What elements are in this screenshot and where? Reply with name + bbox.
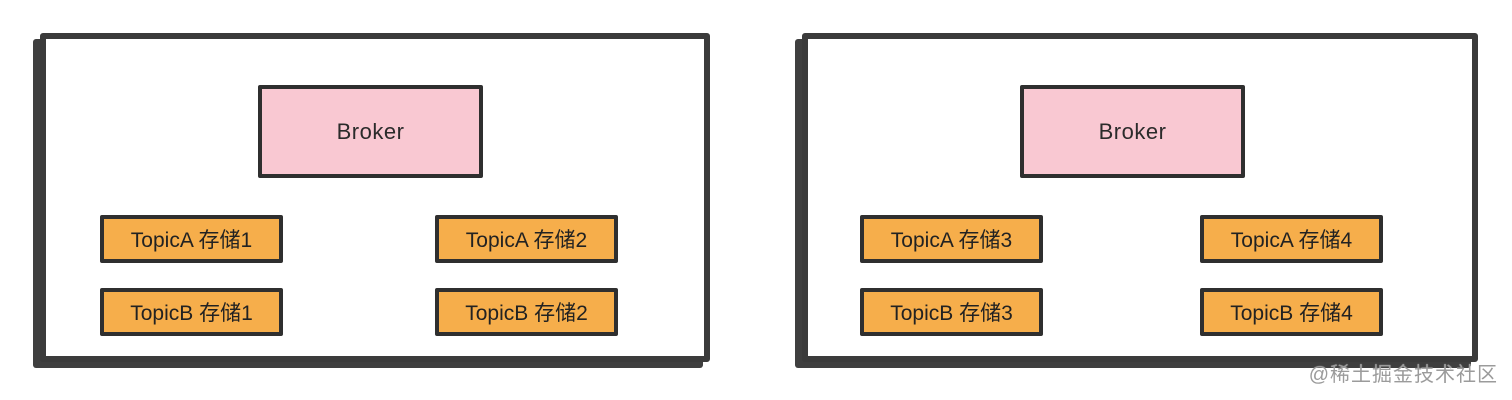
topic-box-topicb-store4: TopicB 存储4 bbox=[1200, 288, 1383, 336]
topic-box-topica-store2: TopicA 存储2 bbox=[435, 215, 618, 263]
topic-box-topicb-store3: TopicB 存储3 bbox=[860, 288, 1043, 336]
topic-box-topica-store4: TopicA 存储4 bbox=[1200, 215, 1383, 263]
broker-panel-1: Broker TopicA 存储1 TopicA 存储2 TopicB 存储1 … bbox=[40, 33, 710, 362]
juejin-watermark: @稀土掘金技术社区 bbox=[1308, 364, 1498, 386]
topic-box-topicb-store2: TopicB 存储2 bbox=[435, 288, 618, 336]
broker-label: Broker bbox=[336, 118, 405, 144]
topic-box-topica-store1: TopicA 存储1 bbox=[100, 215, 283, 263]
topic-box-topicb-store1: TopicB 存储1 bbox=[100, 288, 283, 336]
broker-box: Broker bbox=[1020, 85, 1245, 178]
broker-box: Broker bbox=[258, 85, 483, 178]
broker-label: Broker bbox=[1098, 118, 1167, 144]
topic-box-topica-store3: TopicA 存储3 bbox=[860, 215, 1043, 263]
broker-panel-2: Broker TopicA 存储3 TopicA 存储4 TopicB 存储3 … bbox=[802, 33, 1478, 362]
